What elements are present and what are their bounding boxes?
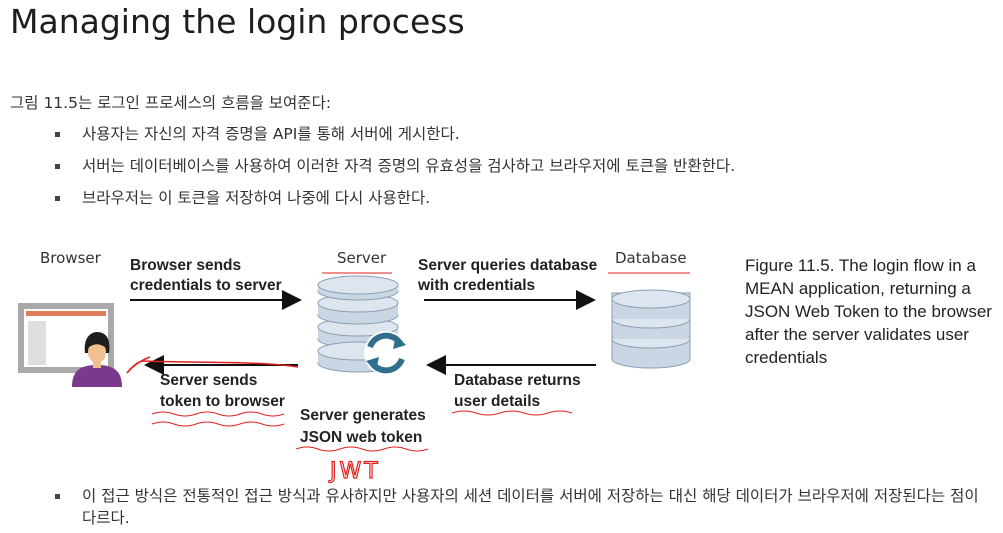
user-avatar-icon — [72, 332, 122, 387]
step5-label-line1: Server sends — [160, 372, 257, 389]
step4-label-line1: Server generates — [300, 407, 426, 424]
handwritten-underline — [151, 411, 285, 417]
browser-label: Browser — [40, 249, 102, 267]
bullet-list: 사용자는 자신의 자격 증명을 API를 통해 서버에 게시한다. 서버는 데이… — [55, 123, 995, 219]
bullet-item: 사용자는 자신의 자격 증명을 API를 통해 서버에 게시한다. — [55, 123, 995, 155]
bullet-item: 서버는 데이터베이스를 사용하여 이러한 자격 증명의 유효성을 검사하고 브라… — [55, 155, 995, 187]
database-label: Database — [615, 249, 687, 267]
handwritten-underline — [451, 410, 573, 416]
handwritten-underline — [151, 421, 285, 427]
database-cylinder-icon — [611, 289, 691, 369]
handwritten-underline — [295, 446, 429, 452]
bullet-item: 브라우저는 이 토큰을 저장하여 나중에 다시 사용한다. — [55, 187, 995, 219]
step1-label-line2: credentials to server — [130, 277, 282, 294]
login-flow-diagram: Browser Server Database — [18, 249, 691, 485]
step1-label-line1: Browser sends — [130, 257, 241, 274]
figure-caption: Figure 11.5. The login flow in a MEAN ap… — [745, 256, 992, 367]
page-title: Managing the login process — [10, 2, 465, 41]
bullet-item: 이 접근 방식은 전통적인 접근 방식과 유사하지만 사용자의 세션 데이터를 … — [55, 485, 995, 529]
intro-text: 그림 11.5는 로그인 프로세스의 흐름을 보여준다: — [10, 94, 332, 112]
sync-icon — [364, 331, 408, 375]
step2-label-line1: Server queries database — [418, 257, 598, 274]
handwritten-jwt-note: JWT — [328, 459, 381, 484]
server-stack-icon — [317, 275, 399, 373]
server-label: Server — [337, 249, 387, 267]
handwritten-arrow — [126, 356, 299, 374]
step3-label-line2: user details — [454, 393, 540, 410]
step4-label-line2: JSON web token — [300, 429, 422, 446]
step3-label-line1: Database returns — [454, 372, 581, 389]
step5-label-line2: token to browser — [160, 393, 285, 410]
step2-label-line2: with credentials — [417, 277, 535, 294]
